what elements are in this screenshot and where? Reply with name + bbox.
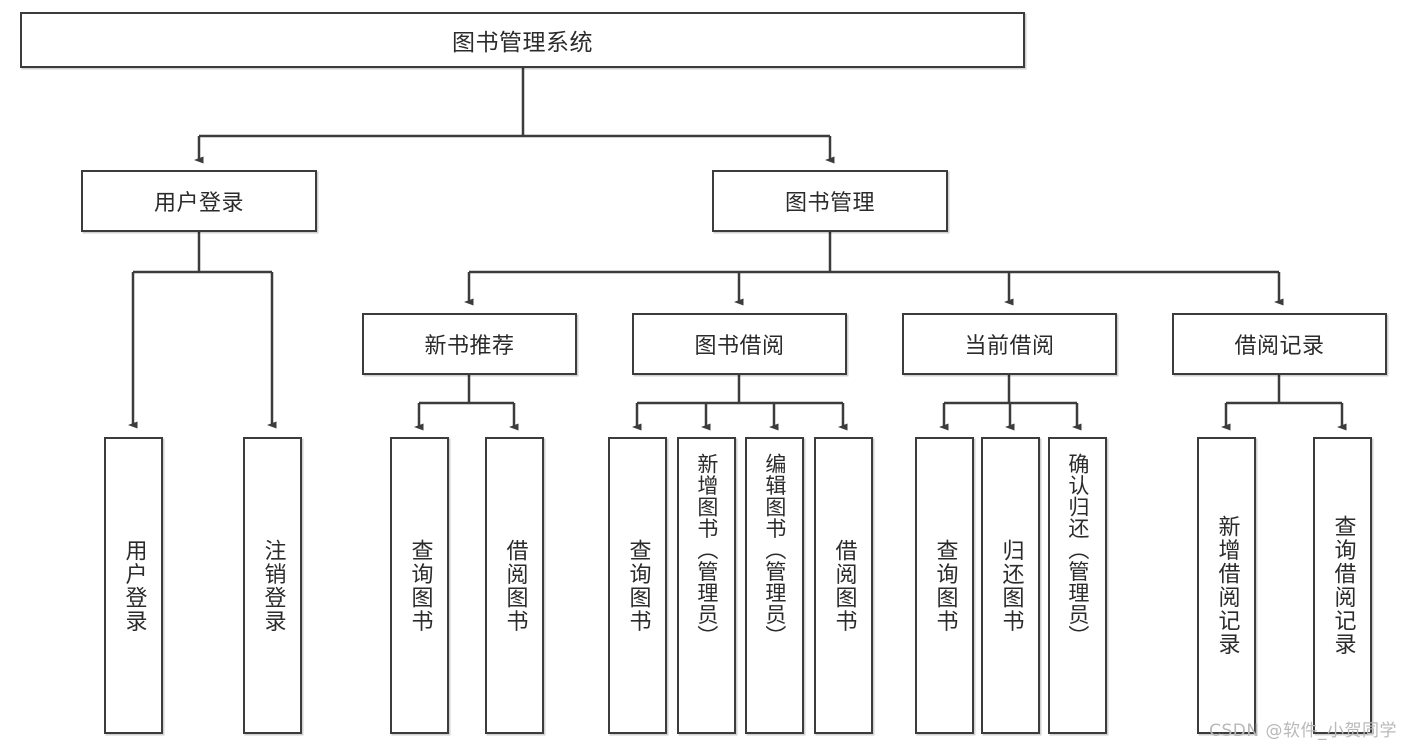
node-label: 查询图书 <box>407 538 433 633</box>
node-label: 借阅图书 <box>502 538 528 633</box>
node-label: 归还图书 <box>998 538 1024 633</box>
leaf-logout[interactable]: 注销登录 <box>243 437 302 734</box>
node-label: 用户登录 <box>153 191 244 216</box>
node-label: 查询图书 <box>625 538 651 633</box>
node-label: 注销登录 <box>260 538 286 633</box>
leaf-return-book[interactable]: 归还图书 <box>981 437 1040 734</box>
leaf-query-book-recommend[interactable]: 查询图书 <box>390 437 449 734</box>
node-borrow-record[interactable]: 借阅记录 <box>1172 313 1387 375</box>
leaf-add-book-admin[interactable]: 新增图书（管理员） <box>677 437 736 734</box>
leaf-query-book-current[interactable]: 查询图书 <box>915 437 974 734</box>
leaf-query-borrow-record[interactable]: 查询借阅记录 <box>1313 437 1372 734</box>
node-label: 借阅记录 <box>1234 334 1325 359</box>
leaf-confirm-return-admin[interactable]: 确认归还（管理员） <box>1048 437 1107 734</box>
node-label: 新增借阅记录 <box>1214 515 1240 656</box>
leaf-add-borrow-record[interactable]: 新增借阅记录 <box>1197 437 1256 734</box>
node-label: 当前借阅 <box>964 334 1055 359</box>
node-user-login[interactable]: 用户登录 <box>81 170 317 232</box>
leaf-borrow-book-borrow[interactable]: 借阅图书 <box>814 437 873 734</box>
node-label: 借阅图书 <box>831 538 857 633</box>
csdn-watermark: CSDN @软件_小贺同学 <box>1209 721 1397 741</box>
node-book-manage[interactable]: 图书管理 <box>712 170 948 232</box>
node-label: 图书管理系统 <box>452 30 593 56</box>
node-new-book-recommend[interactable]: 新书推荐 <box>362 313 577 375</box>
node-label: 查询借阅记录 <box>1330 515 1356 656</box>
node-book-borrow[interactable]: 图书借阅 <box>632 313 847 375</box>
leaf-edit-book-admin[interactable]: 编辑图书（管理员） <box>745 437 804 734</box>
node-label: 新增图书（管理员） <box>694 453 719 647</box>
leaf-user-login[interactable]: 用户登录 <box>104 437 163 734</box>
leaf-query-book-borrow[interactable]: 查询图书 <box>608 437 667 734</box>
node-root-system[interactable]: 图书管理系统 <box>20 12 1025 68</box>
node-label: 编辑图书（管理员） <box>762 453 787 647</box>
node-label: 确认归还（管理员） <box>1065 453 1090 647</box>
node-label: 图书管理 <box>784 191 875 216</box>
node-label: 用户登录 <box>121 538 147 633</box>
node-label: 查询图书 <box>932 538 958 633</box>
node-label: 图书借阅 <box>694 334 785 359</box>
leaf-borrow-book-recommend[interactable]: 借阅图书 <box>485 437 544 734</box>
node-label: 新书推荐 <box>424 334 515 359</box>
node-current-borrow[interactable]: 当前借阅 <box>902 313 1117 375</box>
